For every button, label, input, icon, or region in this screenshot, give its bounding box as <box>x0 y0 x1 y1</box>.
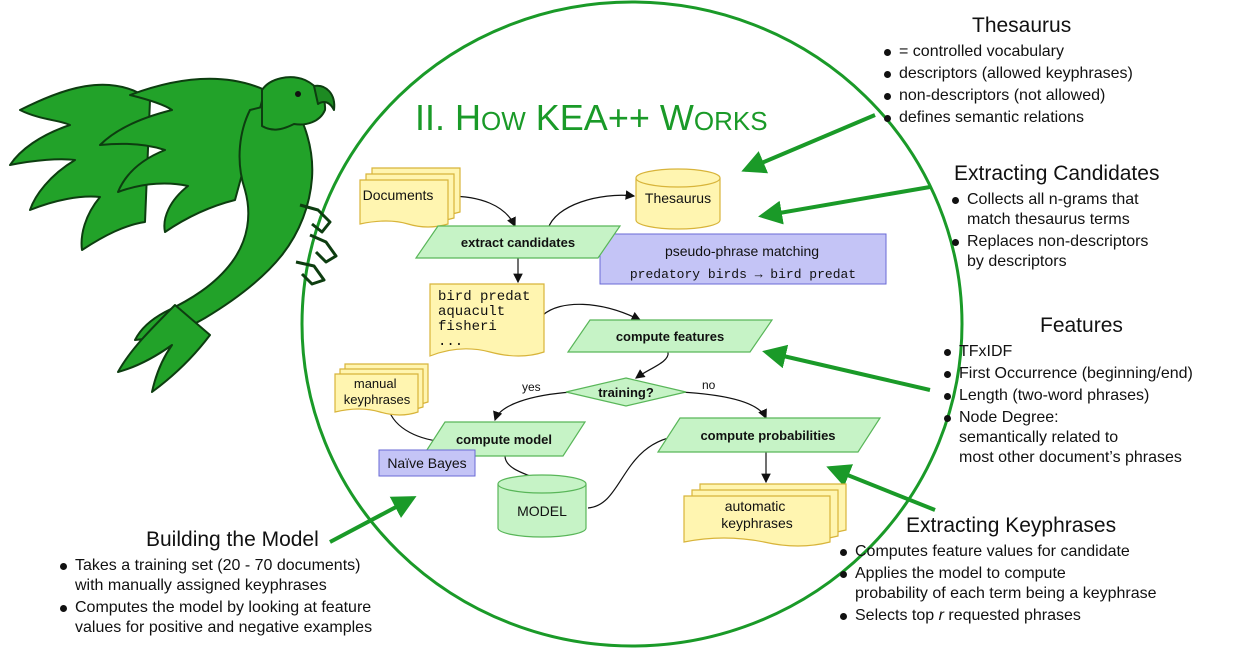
thesaurus-extract-arrow <box>541 190 636 239</box>
manual-keyphrases-stack <box>334 363 429 416</box>
outer-circle <box>300 0 964 648</box>
extracting-keyphrases-panel: Extracting Keyphrases Computes feature v… <box>836 514 1236 628</box>
pseudo-phrase-example: predatory birds → bird predat <box>630 267 856 282</box>
features-to-training-arrow <box>635 351 669 379</box>
thesaurus-bullet: defines semantic relations <box>880 108 1240 128</box>
parrot-feet <box>295 203 338 286</box>
parrot-head <box>261 76 327 131</box>
model-database <box>497 474 587 538</box>
extracting-candidates-title: Extracting Candidates <box>954 162 1160 185</box>
features-panel-title: Features <box>1040 314 1123 337</box>
thesaurus-bullet: non-descriptors (not allowed) <box>880 86 1240 106</box>
compute-features-node <box>566 319 774 353</box>
yes-label: yes <box>522 380 541 394</box>
building-model-bullet: Computes the model by looking at feature… <box>56 598 456 638</box>
thesaurus-panel: Thesaurus = controlled vocabulary descri… <box>880 14 1240 130</box>
db-to-probabilities-arrow <box>587 430 687 509</box>
training-decision-label: training? <box>598 385 654 400</box>
pseudo-phrase-title: pseudo-phrase matching <box>665 243 819 259</box>
features-bullet: Length (two-word phrases) <box>940 386 1250 406</box>
manual-keyphrases-label: manual keyphrases <box>344 376 411 407</box>
extract-candidates-label: extract candidates <box>461 235 575 250</box>
building-model-bullet: Takes a training set (20 - 70 documents)… <box>56 556 456 596</box>
stem-list-text: bird predat aquacult fisheri ... <box>438 289 539 350</box>
kea-parrot-illustration <box>9 76 338 393</box>
stems-to-features-arrow <box>542 303 642 321</box>
thesaurus-bullet: = controlled vocabulary <box>880 42 1240 62</box>
slide-title: II. HOW KEA++ WORKS <box>415 97 768 138</box>
thesaurus-db-label: Thesaurus <box>645 190 711 206</box>
documents-stack <box>359 167 461 228</box>
extracting-keyphrases-title: Extracting Keyphrases <box>906 514 1117 537</box>
thesaurus-bullet: descriptors (allowed keyphrases) <box>880 64 1240 84</box>
features-bullet: First Occurrence (beginning/end) <box>940 364 1250 384</box>
thesaurus-pointer-arrow <box>741 113 876 174</box>
parrot-beak <box>313 84 336 111</box>
compute-probabilities-label: compute probabilities <box>700 428 835 443</box>
extract-candidates-node <box>414 225 622 259</box>
model-db-label: MODEL <box>517 503 567 519</box>
naive-bayes-note <box>378 449 476 477</box>
no-branch-arrow <box>679 391 767 420</box>
naive-bayes-label: Naïve Bayes <box>387 455 466 471</box>
compute-features-label: compute features <box>616 329 724 344</box>
keyphrases-bullet: Computes feature values for candidate <box>836 542 1236 562</box>
parrot-eye <box>295 91 301 97</box>
stem-list-document <box>429 283 545 357</box>
features-panel: Features TFxIDF First Occurrence (beginn… <box>940 314 1250 470</box>
parrot-wing-front <box>99 77 266 233</box>
pseudo-phrase-note <box>599 233 887 285</box>
building-model-title: Building the Model <box>146 528 319 551</box>
keyphrases-bullet: Selects top r requested phrases <box>836 606 1236 626</box>
features-pointer-arrow <box>762 344 931 392</box>
thesaurus-panel-title: Thesaurus <box>972 14 1072 37</box>
documents-label: Documents <box>363 187 434 203</box>
thesaurus-database <box>635 168 721 230</box>
features-bullet: TFxIDF <box>940 342 1250 362</box>
automatic-keyphrases-label: automatic keyphrases <box>721 498 793 531</box>
building-model-panel: Building the Model Takes a training set … <box>56 528 456 640</box>
automatic-keyphrases-stack <box>683 483 847 547</box>
model-pointer-arrow <box>329 496 417 544</box>
parrot-tail <box>117 304 211 393</box>
keyphrases-pointer-arrow <box>826 464 936 512</box>
no-label: no <box>702 378 716 392</box>
candidates-pointer-arrow <box>758 185 931 225</box>
extracting-candidates-panel: Extracting Candidates Collects all n-gra… <box>948 162 1248 274</box>
compute-model-label: compute model <box>456 432 552 447</box>
compute-model-node <box>421 421 587 457</box>
yes-branch-arrow <box>493 391 573 422</box>
parrot-wing-back <box>9 83 151 251</box>
compute-probabilities-node <box>656 417 882 453</box>
training-decision-node <box>565 377 687 407</box>
